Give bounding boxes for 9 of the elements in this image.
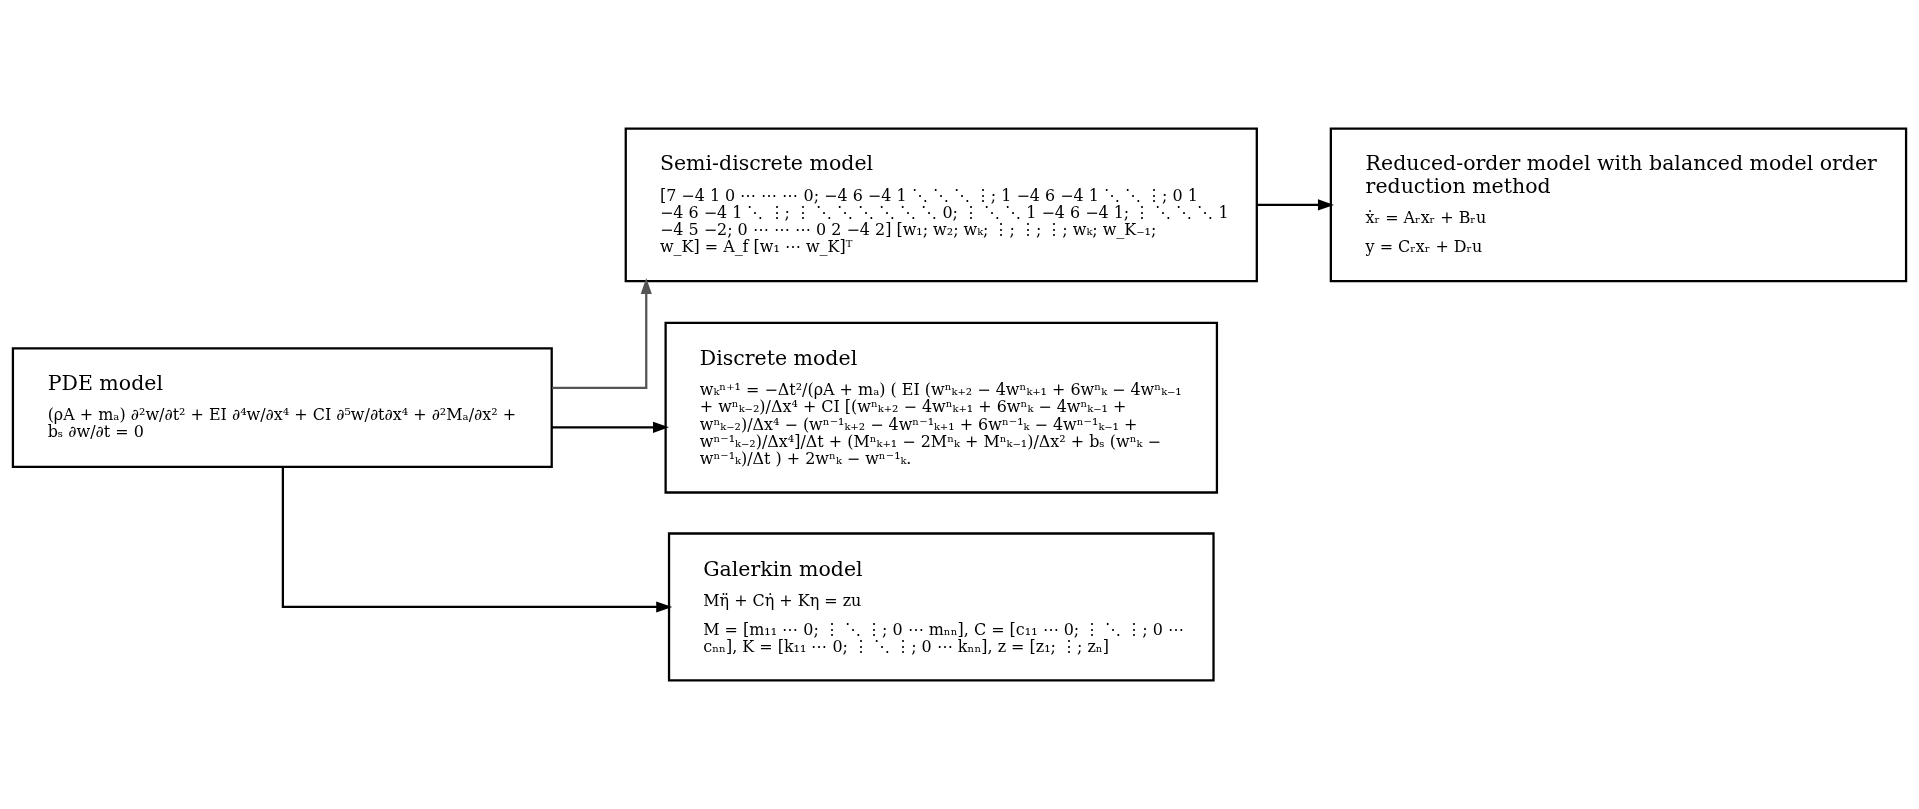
arrow (281, 466, 673, 613)
node-box: Reduced-order model with balanced model order reduction method ẋᵣ = Aᵣxᵣ + Bᵣu y = Cᵣxᵣ + Dᵣu (1329, 127, 1908, 283)
node-box: PDE model (ρA + mₐ) ∂²w/∂t² + EI ∂⁴w/∂x⁴ + CI ∂⁵w/∂t∂x⁴ + ∂²Mₐ/∂x² + bₛ ∂w/∂t = 0 (11, 347, 553, 468)
node-box: Galerkin model Mη̈ + Cη̇ + Kη = zu M = [m₁₁ ⋯ 0; ⋮ ⋱ ⋮; 0 ⋯ mₙₙ], C = [c₁₁ ⋯ 0; ⋮ ⋱ ⋮; 0 ⋯ cₙₙ], K = [k₁₁ ⋯ 0; ⋮ ⋱ ⋮; 0 ⋯ kₙₙ], z = [z₁; ⋮; zₙ] (667, 532, 1215, 682)
node-box: Discrete model wₖⁿ⁺¹ = −Δt²/(ρA + mₐ) ( EI (wⁿₖ₊₂ − 4wⁿₖ₊₁ + 6wⁿₖ − 4wⁿₖ₋₁ + wⁿₖ₋₂)/Δx⁴ + CI [(wⁿₖ₊₂ − 4wⁿₖ₊₁ + 6wⁿₖ − 4wⁿₖ₋₁ + wⁿₖ₋₂)/Δx⁴ − (wⁿ⁻¹ₖ₊₂ − 4wⁿ⁻¹ₖ₊₁ + 6wⁿ⁻¹ₖ − 4wⁿ⁻¹ₖ₋₁ + wⁿ⁻¹ₖ₋₂)/Δx⁴]/Δt + (Mⁿₖ₊₁ − 2Mⁿₖ + Mⁿₖ₋₁)/Δx² + bₛ (wⁿₖ − wⁿ⁻¹ₖ)/Δt ) + 2wⁿₖ − wⁿ⁻¹ₖ. (664, 321, 1219, 494)
arrow (1257, 199, 1334, 211)
arrow (551, 421, 669, 433)
arrow (552, 278, 652, 390)
node-box: Semi-discrete model [7 −4 1 0 ⋯ ⋯ ⋯ 0; −4 6 −4 1 ⋱ ⋱ ⋱ ⋮; 1 −4 6 −4 1 ⋱ ⋱ ⋮; 0 1 −4 6 −4 1 ⋱ ⋮; ⋮ ⋱ ⋱ ⋱ ⋱ ⋱ ⋱ 0; ⋮ ⋱ ⋱ 1 −4 6 −4 1; ⋮ ⋱ ⋱ ⋱ 1 −4 5 −2; 0 ⋯ ⋯ ⋯ 0 2 −4 2] [w₁; w₂; wₖ; ⋮; ⋮; ⋮; wₖ; w_K₋₁; w_K] = A_f [w₁ ⋯ w_K]ᵀ (624, 127, 1258, 283)
